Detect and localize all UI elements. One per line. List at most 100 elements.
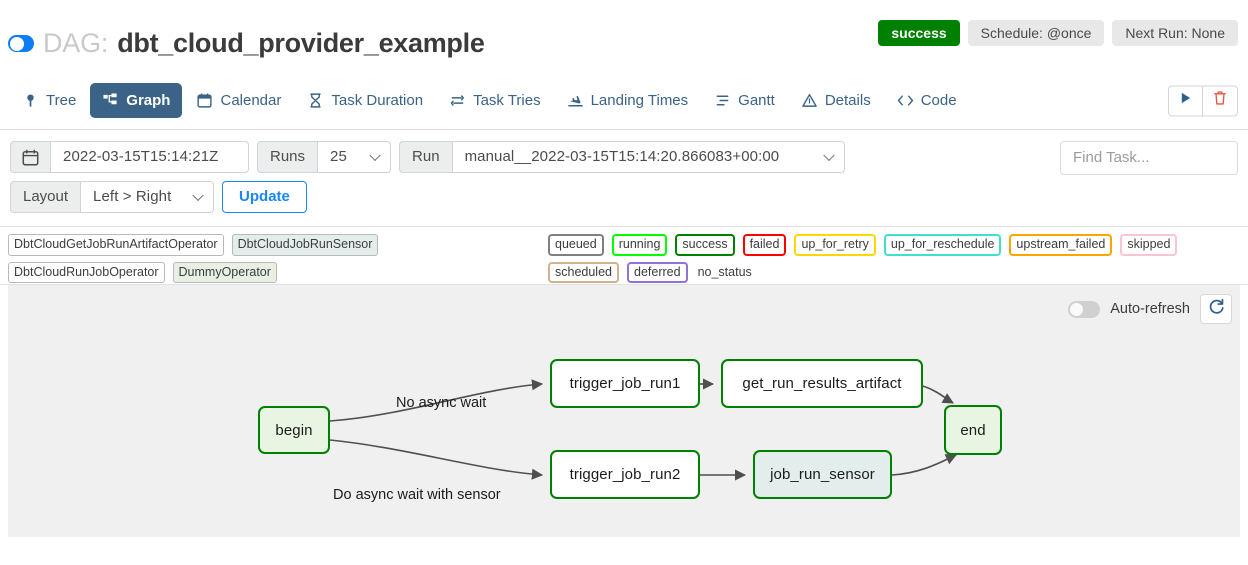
- dag-action-buttons: [1168, 85, 1238, 116]
- state-badge-scheduled: scheduled: [548, 261, 619, 284]
- num-runs-select[interactable]: 25: [318, 141, 392, 173]
- find-task-input[interactable]: Find Task...: [1060, 141, 1238, 175]
- tree-icon: [22, 92, 39, 109]
- tab-code[interactable]: Code: [885, 83, 969, 118]
- tab-calendar-label: Calendar: [220, 92, 282, 109]
- tab-task-tries[interactable]: Task Tries: [437, 83, 553, 118]
- state-badge-up-for-retry: up_for_retry: [794, 234, 876, 256]
- operator-legend: DbtCloudGetJobRunArtifactOperator DbtClo…: [8, 234, 538, 284]
- refresh-icon: [1208, 298, 1225, 320]
- edge-sensor-to-end: [891, 454, 958, 476]
- base-date-input[interactable]: 2022-03-15T15:14:21Z: [51, 141, 249, 173]
- task-node-end[interactable]: end: [944, 405, 1002, 455]
- operator-badge: DbtCloudRunJobOperator: [8, 261, 165, 284]
- run-label: Run: [399, 141, 453, 173]
- state-legend: queued running success failed up_for_ret…: [548, 234, 1240, 284]
- state-badge-deferred: deferred: [627, 261, 688, 284]
- state-label-no-status: no_status: [697, 265, 752, 280]
- layout-select[interactable]: Left > Right: [81, 181, 215, 213]
- trigger-dag-button[interactable]: [1168, 85, 1203, 116]
- tab-graph[interactable]: Graph: [90, 83, 183, 118]
- layout-label: Layout: [10, 181, 82, 213]
- runs-label: Runs: [257, 141, 319, 173]
- status-badge: success: [878, 20, 960, 47]
- base-date-group: 2022-03-15T15:14:21Z: [10, 141, 249, 173]
- calendar-icon: [196, 92, 213, 109]
- triangle-info-icon: [801, 92, 818, 109]
- task-node-label: begin: [275, 421, 313, 439]
- task-node-job_run_sensor[interactable]: job_run_sensor: [753, 450, 892, 499]
- auto-refresh-toggle[interactable]: [1068, 300, 1101, 318]
- runs-group: Runs 25: [257, 141, 392, 173]
- tab-gantt-label: Gantt: [738, 92, 775, 109]
- task-node-label: trigger_job_run1: [569, 375, 681, 392]
- operator-badge: DbtCloudGetJobRunArtifactOperator: [8, 234, 224, 256]
- landing-icon: [567, 92, 584, 109]
- auto-refresh-controls: Auto-refresh: [1068, 294, 1232, 324]
- dag-title: DAG: dbt_cloud_provider_example: [8, 28, 485, 59]
- state-badge-queued: queued: [548, 234, 604, 256]
- task-node-label: end: [960, 421, 986, 439]
- auto-refresh-label: Auto-refresh: [1110, 301, 1190, 317]
- play-icon: [1179, 92, 1192, 110]
- schedule-badge[interactable]: Schedule: @once: [967, 20, 1105, 47]
- task-node-trigger_job_run1[interactable]: trigger_job_run1: [550, 359, 700, 408]
- update-button[interactable]: Update: [222, 181, 307, 213]
- operator-badge: DbtCloudJobRunSensor: [231, 234, 379, 256]
- dag-view-tabs: Tree Graph Calendar Task Duration Task T…: [0, 72, 1248, 130]
- dag-filter-bar: 2022-03-15T15:14:21Z Runs 25 Run manual_…: [0, 130, 1248, 227]
- dag-name-label: dbt_cloud_provider_example: [117, 28, 485, 58]
- trash-icon: [1213, 91, 1227, 111]
- tab-tree[interactable]: Tree: [10, 83, 88, 118]
- tab-tree-label: Tree: [46, 92, 77, 109]
- run-group: Run manual__2022-03-15T15:14:20.866083+0…: [399, 141, 845, 173]
- tab-landing-times[interactable]: Landing Times: [555, 83, 701, 118]
- edge-begin-to-trigger2: [329, 439, 544, 480]
- tab-task-duration[interactable]: Task Duration: [295, 83, 435, 118]
- calendar-icon[interactable]: [10, 141, 51, 173]
- state-badge-upstream-failed: upstream_failed: [1009, 234, 1113, 256]
- tab-code-label: Code: [920, 92, 957, 109]
- code-icon: [897, 92, 914, 109]
- task-node-label: get_run_results_artifact: [742, 375, 902, 392]
- task-node-label: job_run_sensor: [770, 466, 875, 483]
- dag-paused-toggle[interactable]: [8, 35, 34, 52]
- tab-gantt[interactable]: Gantt: [702, 83, 787, 118]
- state-badge-running: running: [611, 234, 668, 256]
- state-badge-failed: failed: [742, 234, 787, 256]
- refresh-button[interactable]: [1200, 294, 1232, 324]
- dag-header: DAG: dbt_cloud_provider_example success …: [0, 0, 1248, 72]
- task-node-begin[interactable]: begin: [258, 406, 330, 454]
- tab-task-duration-label: Task Duration: [331, 92, 424, 109]
- tab-graph-label: Graph: [126, 92, 171, 109]
- delete-dag-button[interactable]: [1203, 85, 1238, 116]
- tab-details[interactable]: Details: [789, 83, 883, 118]
- dag-graph-canvas[interactable]: Auto-refresh begin trigger_job_run1 get_…: [8, 285, 1240, 537]
- dag-header-badges: success Schedule: @once Next Run: None: [878, 20, 1238, 47]
- graph-edges: [329, 378, 958, 481]
- operator-badge: DummyOperator: [172, 261, 277, 284]
- layout-group: Layout Left > Right: [10, 181, 215, 213]
- tab-task-tries-label: Task Tries: [473, 92, 541, 109]
- task-node-label: trigger_job_run2: [569, 466, 681, 483]
- tab-landing-times-label: Landing Times: [590, 92, 689, 109]
- hourglass-icon: [307, 92, 324, 109]
- edge-begin-to-trigger1: [329, 379, 544, 422]
- state-badge-skipped: skipped: [1120, 234, 1178, 256]
- state-badge-success: success: [675, 234, 735, 256]
- tab-details-label: Details: [824, 92, 871, 109]
- task-node-get_run_results_artifact[interactable]: get_run_results_artifact: [721, 359, 923, 408]
- retry-icon: [449, 92, 466, 109]
- task-node-trigger_job_run2[interactable]: trigger_job_run2: [550, 450, 700, 499]
- dag-run-select[interactable]: manual__2022-03-15T15:14:20.866083+00:00: [452, 141, 845, 173]
- edge-label-do-async-wait: Do async wait with sensor: [333, 487, 501, 503]
- state-badge-up-for-reschedule: up_for_reschedule: [883, 234, 1002, 256]
- edge-artifact-to-end: [922, 385, 954, 404]
- next-run-badge: Next Run: None: [1112, 20, 1238, 47]
- graph-icon: [102, 92, 119, 109]
- edge-label-no-async-wait: No async wait: [396, 395, 487, 411]
- tab-calendar[interactable]: Calendar: [184, 83, 293, 118]
- gantt-icon: [714, 92, 731, 109]
- dag-prefix-label: DAG:: [43, 28, 109, 58]
- graph-legend: DbtCloudGetJobRunArtifactOperator DbtClo…: [0, 227, 1248, 285]
